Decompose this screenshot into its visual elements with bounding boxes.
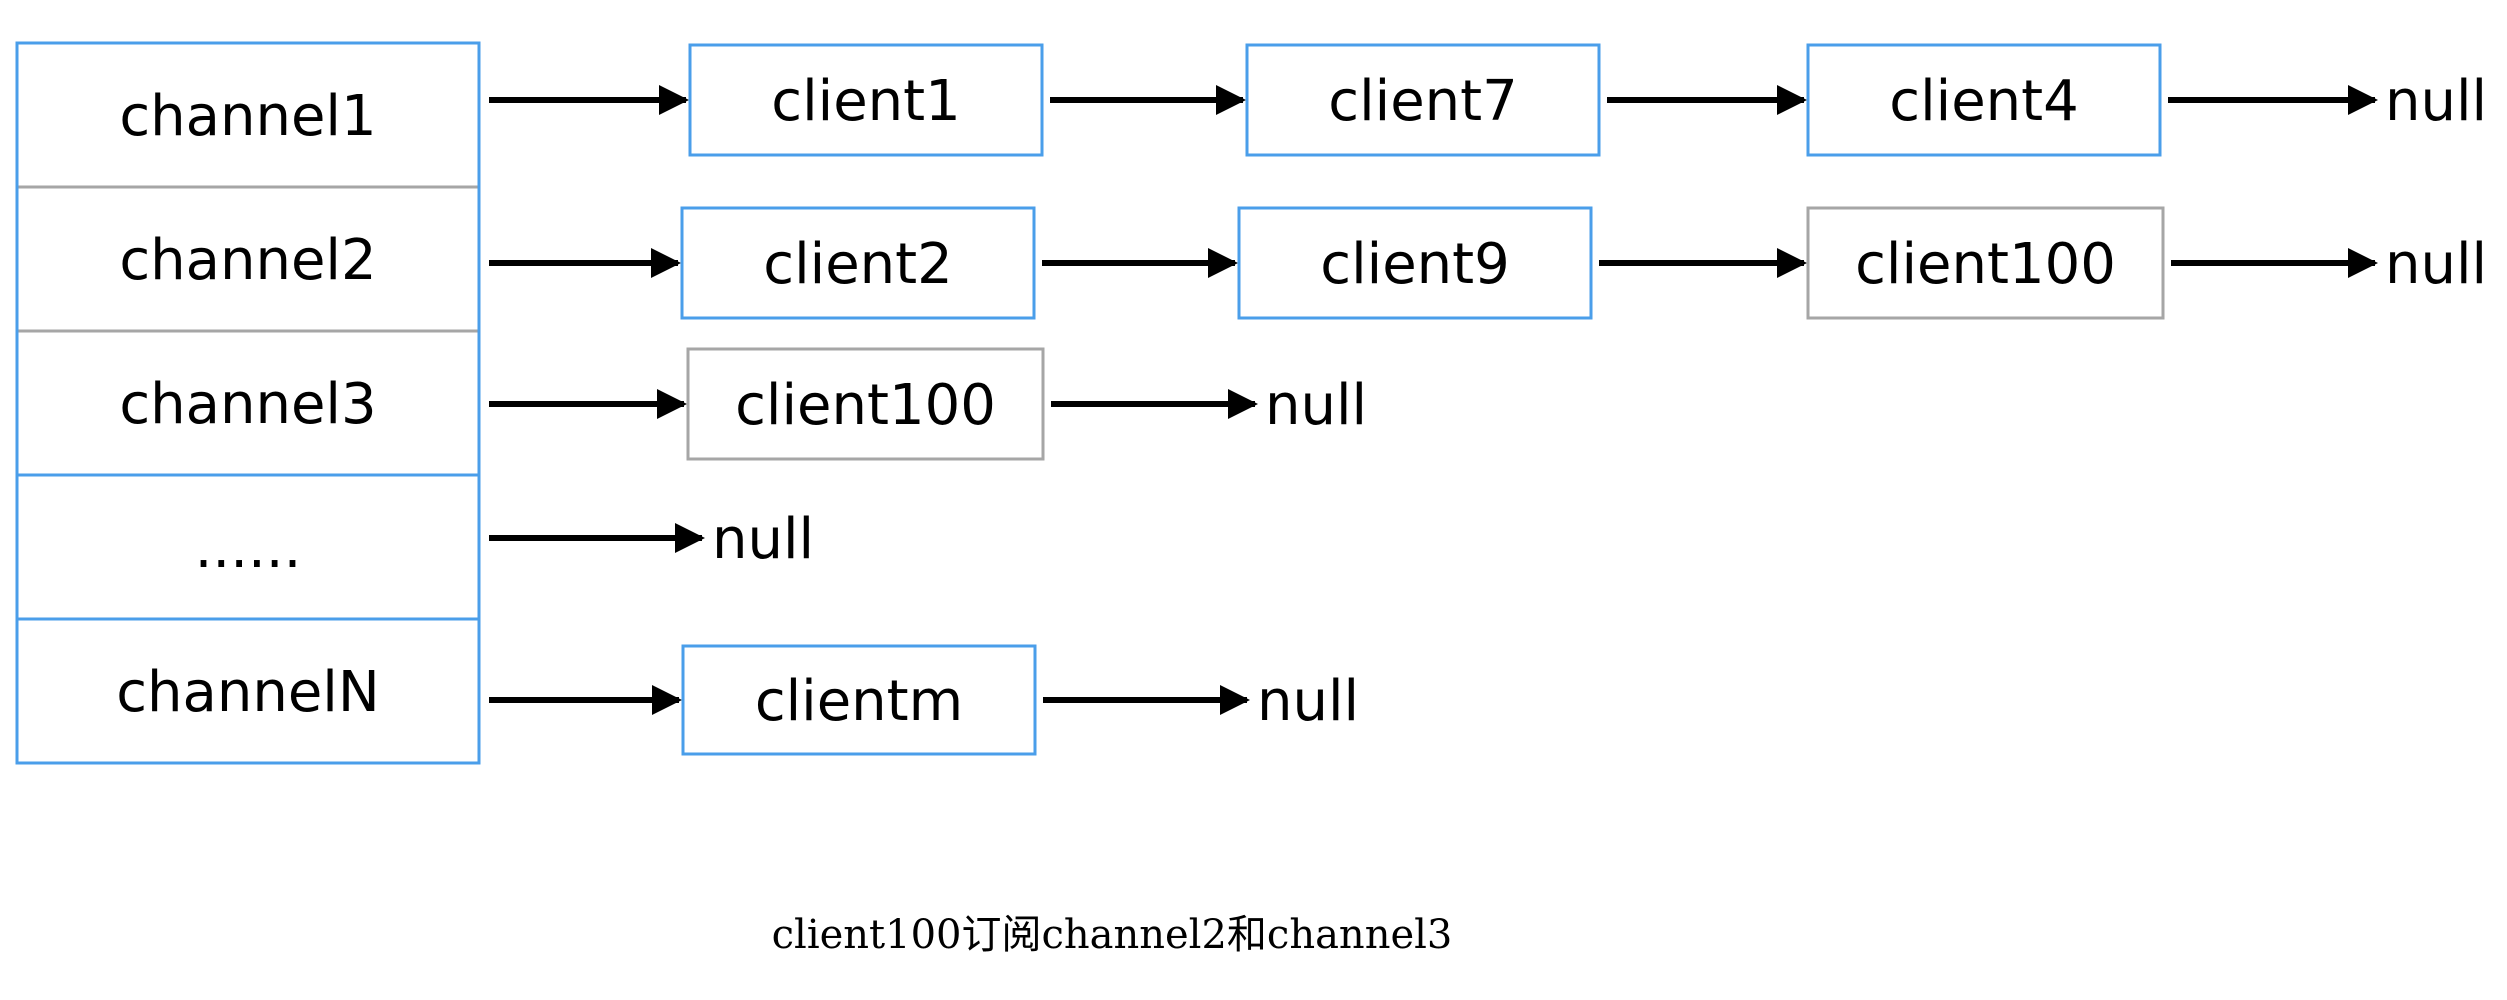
channel-label: channel3 bbox=[119, 372, 376, 437]
client-node bbox=[1237, 206, 1593, 320]
client-node bbox=[688, 43, 1044, 157]
client-label: client2 bbox=[763, 232, 952, 297]
client-label: clientm bbox=[755, 669, 963, 734]
client-label: client100 bbox=[1855, 232, 2116, 297]
channel-table: channel1 channel2 channel3...... channelN bbox=[15, 41, 481, 765]
null-terminator: null bbox=[712, 507, 814, 572]
null-terminator: null bbox=[1265, 373, 1367, 438]
client-node-highlighted bbox=[686, 347, 1045, 461]
client-label: client100 bbox=[735, 373, 996, 438]
channel-label: channel2 bbox=[119, 228, 376, 293]
null-terminator: null bbox=[2385, 69, 2487, 134]
channel-table-border bbox=[15, 41, 481, 765]
client-node bbox=[1806, 43, 2162, 157]
channel-label: channelN bbox=[116, 660, 379, 725]
client-label: client9 bbox=[1320, 232, 1509, 297]
null-terminator: null bbox=[1257, 669, 1359, 734]
client-node bbox=[681, 644, 1037, 756]
channel-label: channel1 bbox=[119, 84, 376, 149]
client-node-highlighted bbox=[1806, 206, 2165, 320]
client-label: client1 bbox=[771, 69, 960, 134]
channel-label: ...... bbox=[195, 516, 302, 581]
client-node bbox=[1245, 43, 1601, 157]
subscriber-lists: client1 client7 client4 null client2 client9 c… bbox=[489, 43, 2487, 756]
diagram-caption: client100订阅channel2和channel3 bbox=[772, 912, 1453, 958]
client-node bbox=[680, 206, 1036, 320]
null-terminator: null bbox=[2385, 232, 2487, 297]
client-label: client4 bbox=[1889, 69, 2078, 134]
client-label: client7 bbox=[1328, 69, 1517, 134]
